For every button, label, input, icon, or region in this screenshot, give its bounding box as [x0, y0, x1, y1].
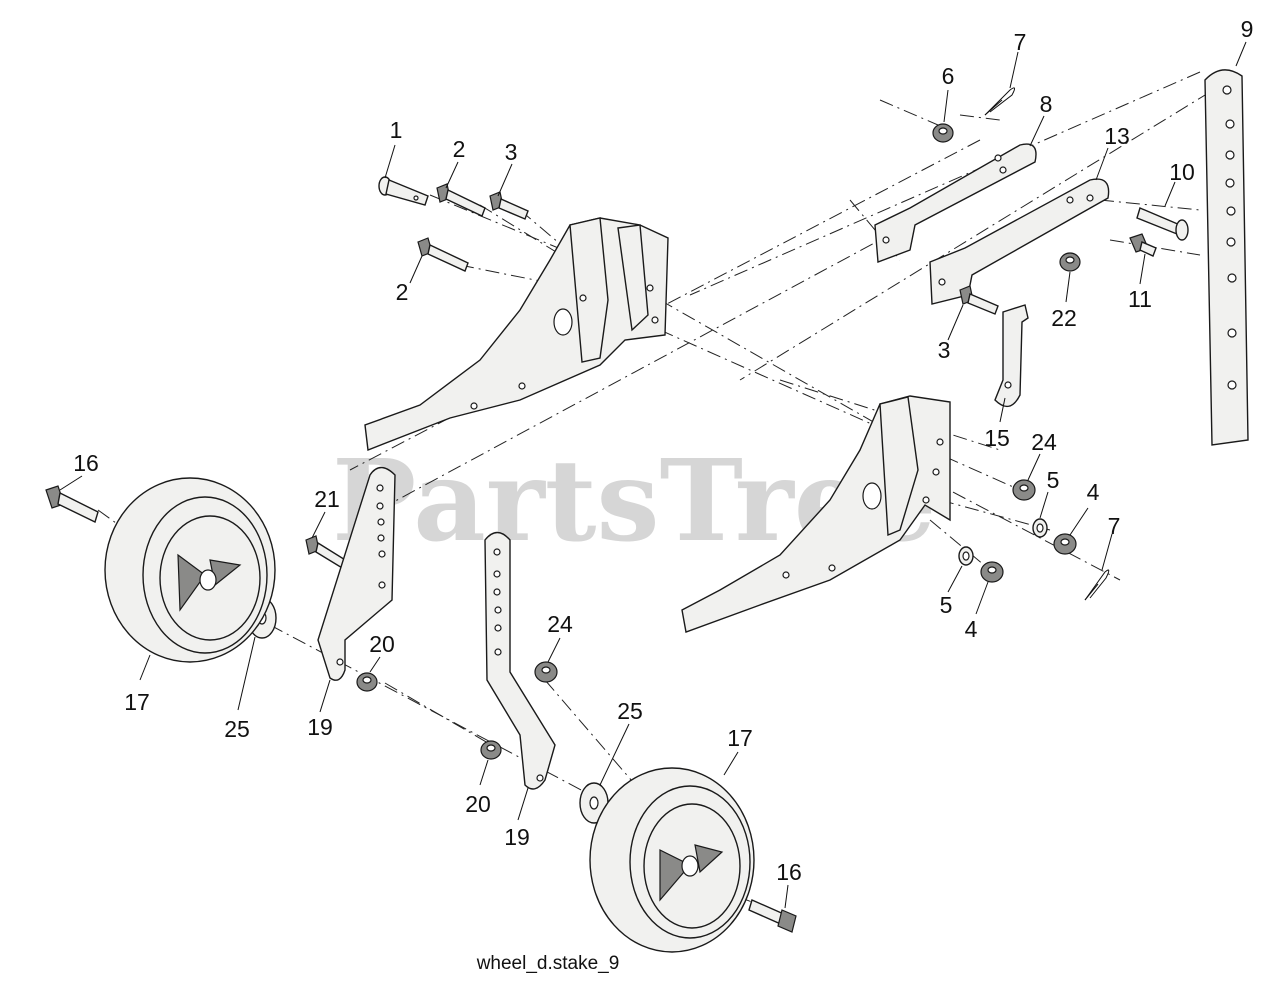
wheel-bracket-part-19-right	[484, 531, 556, 790]
callout-20-upper: 20	[369, 631, 395, 657]
callout-5-upper: 5	[1047, 467, 1060, 493]
callout-13: 13	[1104, 123, 1130, 149]
callout-21: 21	[314, 486, 340, 512]
wheel-part-17-left	[104, 477, 276, 663]
hair-pin-part-7-lower	[1084, 569, 1110, 601]
callout-7-lower: 7	[1108, 513, 1121, 539]
bracket-plate-lower	[929, 178, 1110, 305]
callout-2-lower: 2	[396, 279, 409, 305]
callout-5-lower: 5	[940, 592, 953, 618]
nut-part-20-lower	[480, 740, 502, 760]
diagram-caption: wheel_d.stake_9	[476, 953, 620, 974]
hair-pin-part-7-upper	[984, 87, 1016, 116]
bolt-part-3-lower	[959, 285, 999, 315]
nut-part-22	[1059, 252, 1081, 272]
callout-8: 8	[1040, 91, 1053, 117]
nut-part-20-upper	[356, 672, 378, 692]
pin-part-10	[1136, 207, 1189, 241]
callout-24-left: 24	[547, 611, 573, 637]
callout-10: 10	[1169, 159, 1195, 185]
callout-19-left: 19	[307, 714, 333, 740]
bracket-plate-upper	[874, 143, 1037, 263]
washer-part-5-upper	[1032, 518, 1048, 538]
bolt-part-16-right	[748, 899, 797, 933]
callout-1: 1	[390, 117, 403, 143]
wheel-part-17-right	[589, 767, 755, 953]
washer-part-5-lower	[958, 546, 974, 566]
callout-20-lower: 20	[465, 791, 491, 817]
callout-22: 22	[1051, 305, 1077, 331]
bolt-part-3-upper	[489, 191, 529, 220]
callout-4-lower: 4	[965, 616, 978, 642]
callout-4-upper: 4	[1087, 479, 1100, 505]
nut-part-4-lower	[980, 561, 1004, 583]
clevis-pin-part-1	[378, 176, 429, 206]
nut-part-4-upper	[1053, 533, 1077, 555]
callout-19-right: 19	[504, 824, 530, 850]
bolt-part-16-left	[45, 485, 99, 523]
callout-3-upper: 3	[505, 139, 518, 165]
callout-17-right: 17	[727, 725, 753, 751]
bolt-part-2-lower	[417, 237, 469, 272]
right-frame-bracket	[681, 395, 951, 633]
nut-part-6	[932, 123, 954, 143]
callout-16-left: 16	[73, 450, 99, 476]
callout-leaders	[59, 41, 1247, 909]
nut-part-24-right	[1012, 479, 1036, 501]
callout-15: 15	[984, 425, 1010, 451]
latch-clip	[994, 304, 1029, 408]
nut-part-24-left	[534, 661, 558, 683]
bolt-part-11	[1129, 233, 1157, 257]
callout-16-right: 16	[776, 859, 802, 885]
callout-3-lower: 3	[938, 337, 951, 363]
callout-25-right: 25	[617, 698, 643, 724]
callout-2-upper: 2	[453, 136, 466, 162]
bolt-part-2-upper	[436, 183, 486, 217]
callout-7-upper: 7	[1014, 29, 1027, 55]
callout-17-left: 17	[124, 689, 150, 715]
callout-labels: 1 2 2 3 3 4 4 5 5 6 7 7 8 9 10 11 13 15 …	[73, 16, 1253, 885]
callout-11: 11	[1128, 286, 1152, 312]
wheel-bracket-part-19-left	[317, 466, 396, 681]
callout-9: 9	[1241, 16, 1254, 42]
callout-24-right: 24	[1031, 429, 1057, 455]
callout-6: 6	[942, 63, 955, 89]
depth-stake-bar	[1204, 69, 1249, 446]
callout-25-left: 25	[224, 716, 250, 742]
left-frame-bracket	[364, 217, 669, 451]
